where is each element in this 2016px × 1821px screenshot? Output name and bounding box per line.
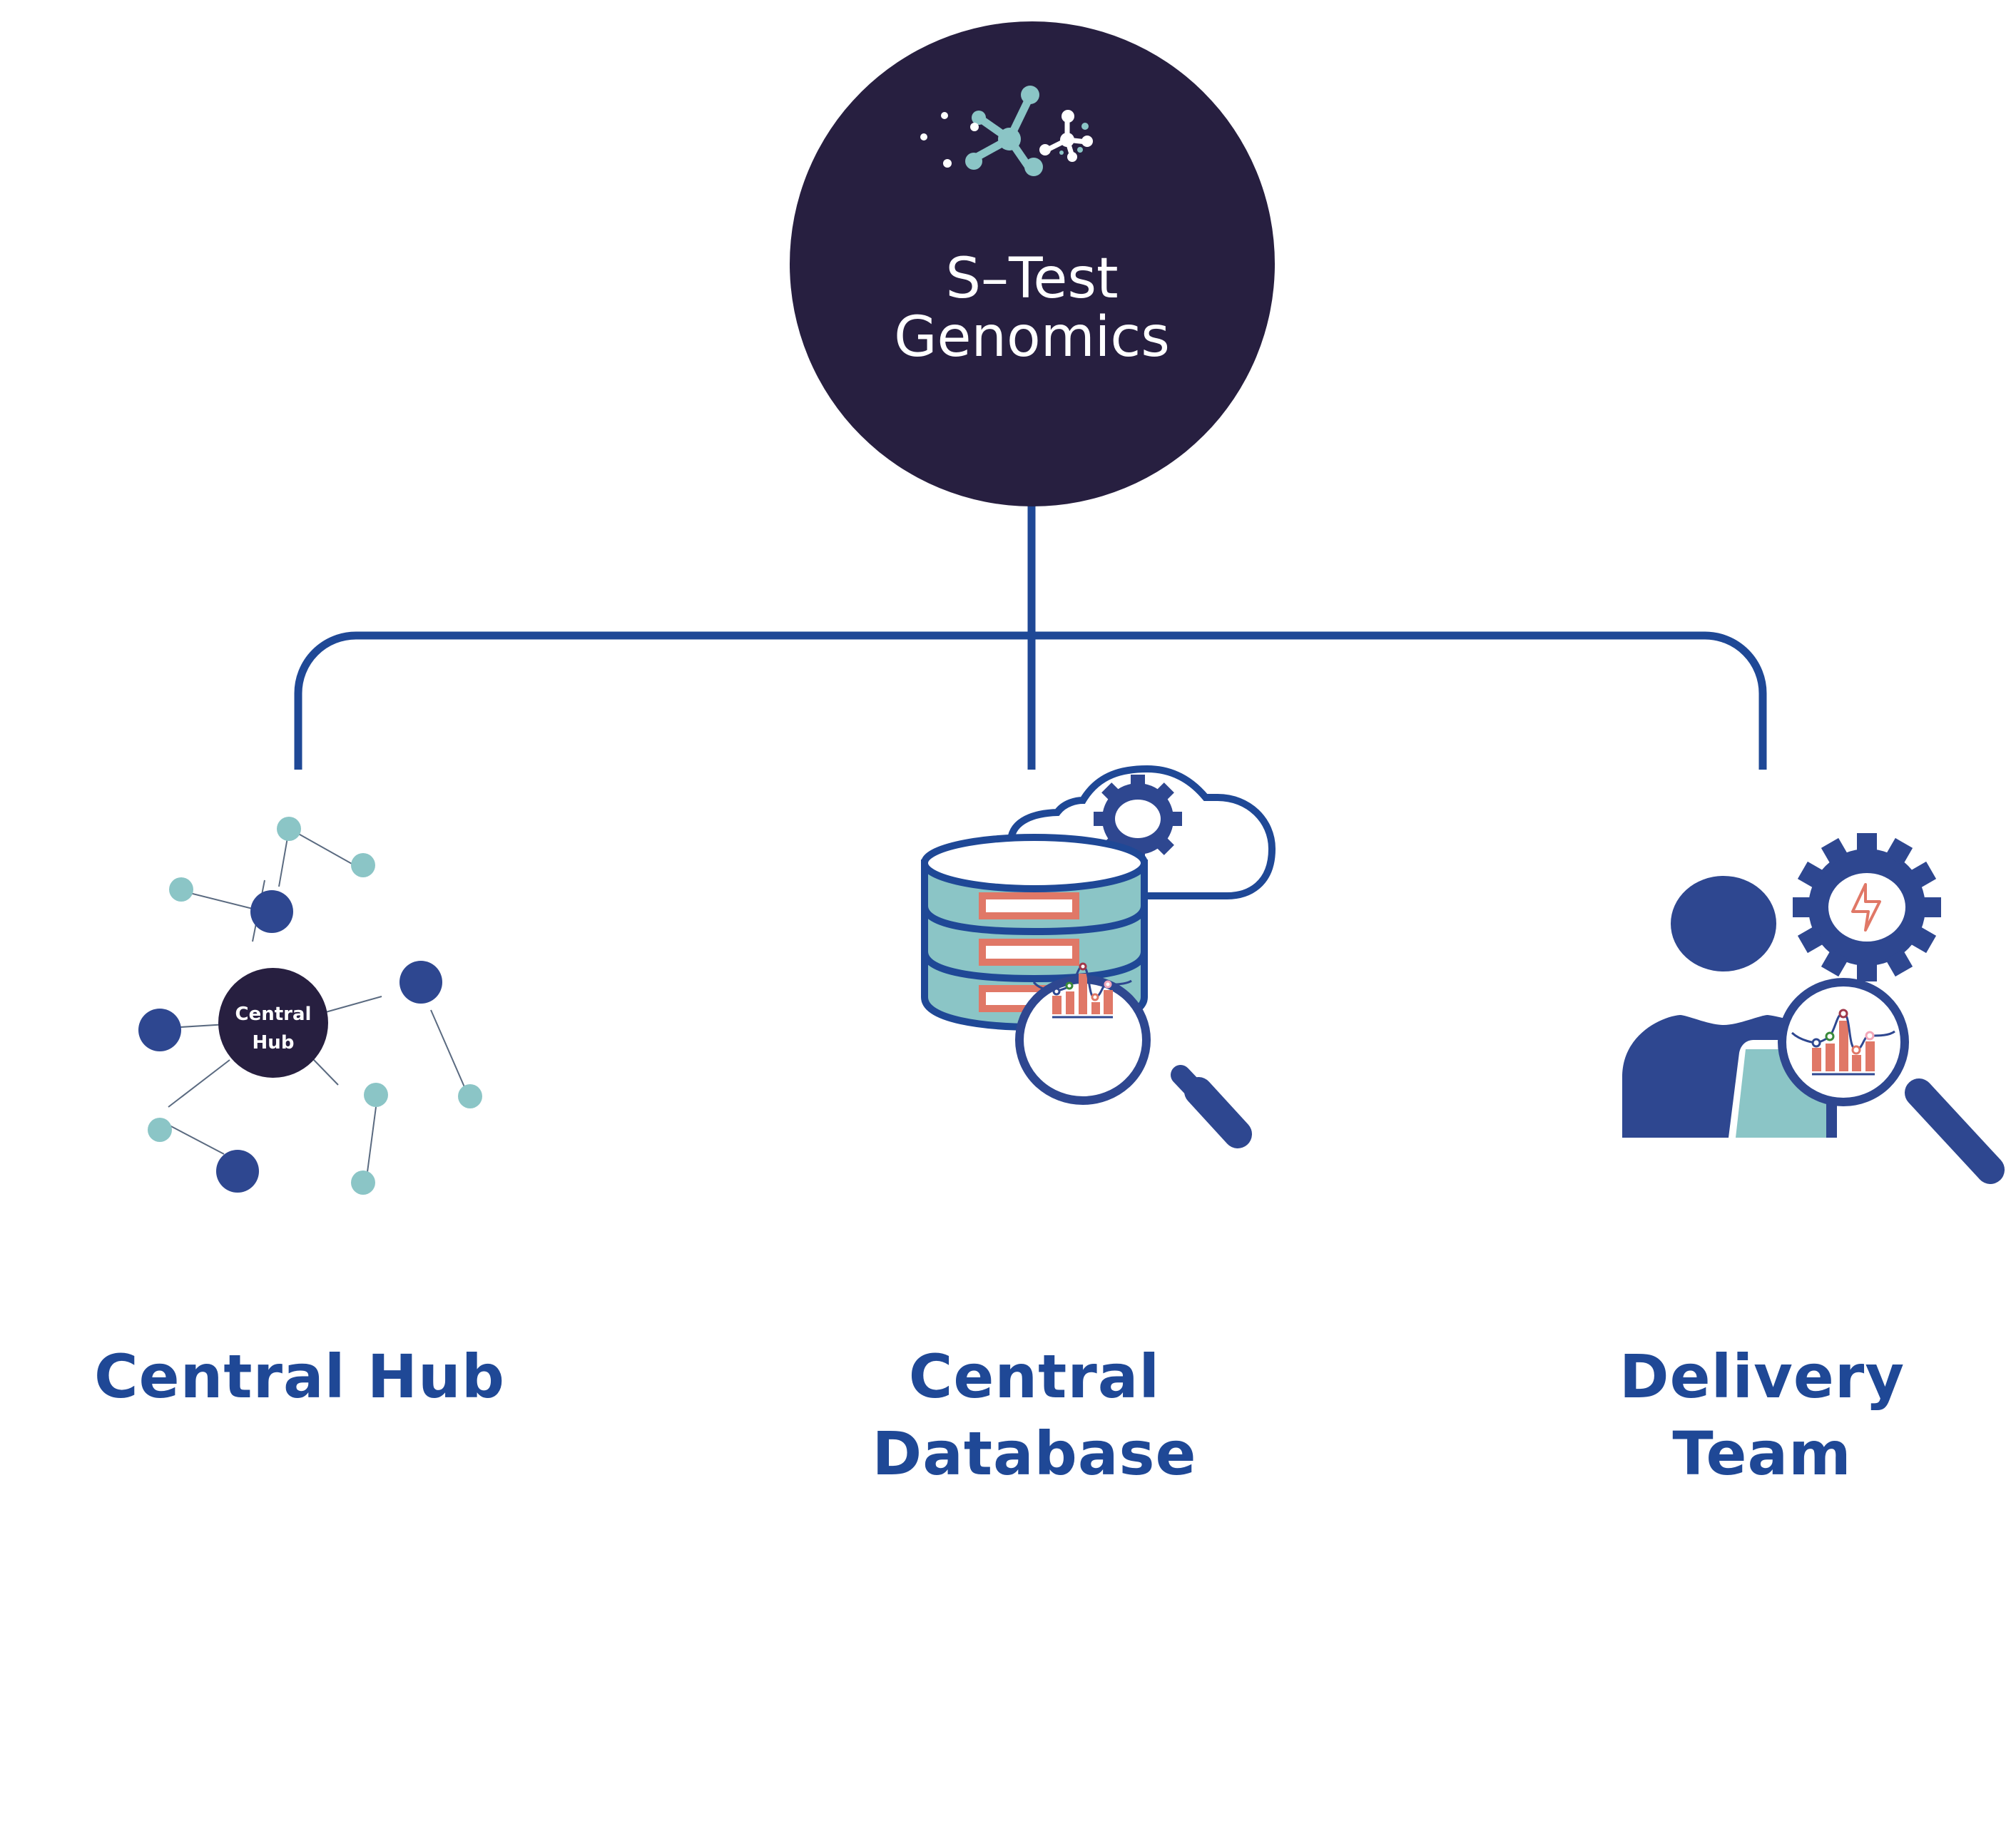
network-node — [351, 1170, 375, 1195]
network-node — [250, 890, 293, 933]
network-node — [138, 1009, 181, 1051]
database-cloud-analytics-icon[interactable] — [921, 765, 1276, 1148]
hub-center-label-line1: Central — [235, 1004, 312, 1025]
network-node — [277, 817, 301, 841]
label-delivery-team-line2: Team — [1672, 1419, 1852, 1489]
magnifier-icon — [1778, 978, 2005, 1184]
label-central-database[interactable]: Central Database — [806, 1338, 1263, 1492]
lightning-bolt-icon — [1851, 883, 1881, 932]
hub-center-node — [218, 968, 328, 1078]
hub-center-label-line2: Hub — [253, 1032, 295, 1054]
network-node — [148, 1118, 172, 1142]
network-node — [399, 961, 442, 1004]
gear-bolt-icon — [1793, 833, 1941, 981]
network-node — [364, 1083, 388, 1107]
person-gear-analytics-icon[interactable] — [1622, 806, 2005, 1184]
root-title: S–Test Genomics — [791, 250, 1273, 367]
network-nodes-icon[interactable]: Central Hub — [138, 817, 482, 1195]
root-circle — [790, 21, 1275, 506]
network-node — [169, 877, 193, 902]
network-node — [458, 1084, 482, 1108]
analytics-chart-icon — [1032, 962, 1132, 1019]
label-central-database-line1: Central — [908, 1342, 1161, 1412]
molecule-network-icon — [920, 86, 1093, 176]
root-title-line2: Genomics — [894, 305, 1170, 369]
network-node — [351, 853, 375, 877]
network-node — [216, 1150, 259, 1193]
root-node[interactable] — [790, 21, 1275, 506]
label-delivery-team-line1: Delivery — [1619, 1342, 1905, 1412]
label-central-database-line2: Database — [872, 1419, 1197, 1489]
analytics-chart-icon — [1791, 1009, 1895, 1076]
label-central-hub[interactable]: Central Hub — [71, 1338, 528, 1415]
root-title-line1: S–Test — [945, 247, 1119, 311]
branch-bar-line — [294, 631, 1767, 770]
label-delivery-team[interactable]: Delivery Team — [1534, 1338, 1990, 1492]
label-central-hub-line1: Central Hub — [94, 1342, 505, 1412]
cloud-gear-icon — [1094, 775, 1182, 863]
connector-lines — [294, 499, 1767, 770]
magnifier-icon — [1015, 975, 1252, 1148]
